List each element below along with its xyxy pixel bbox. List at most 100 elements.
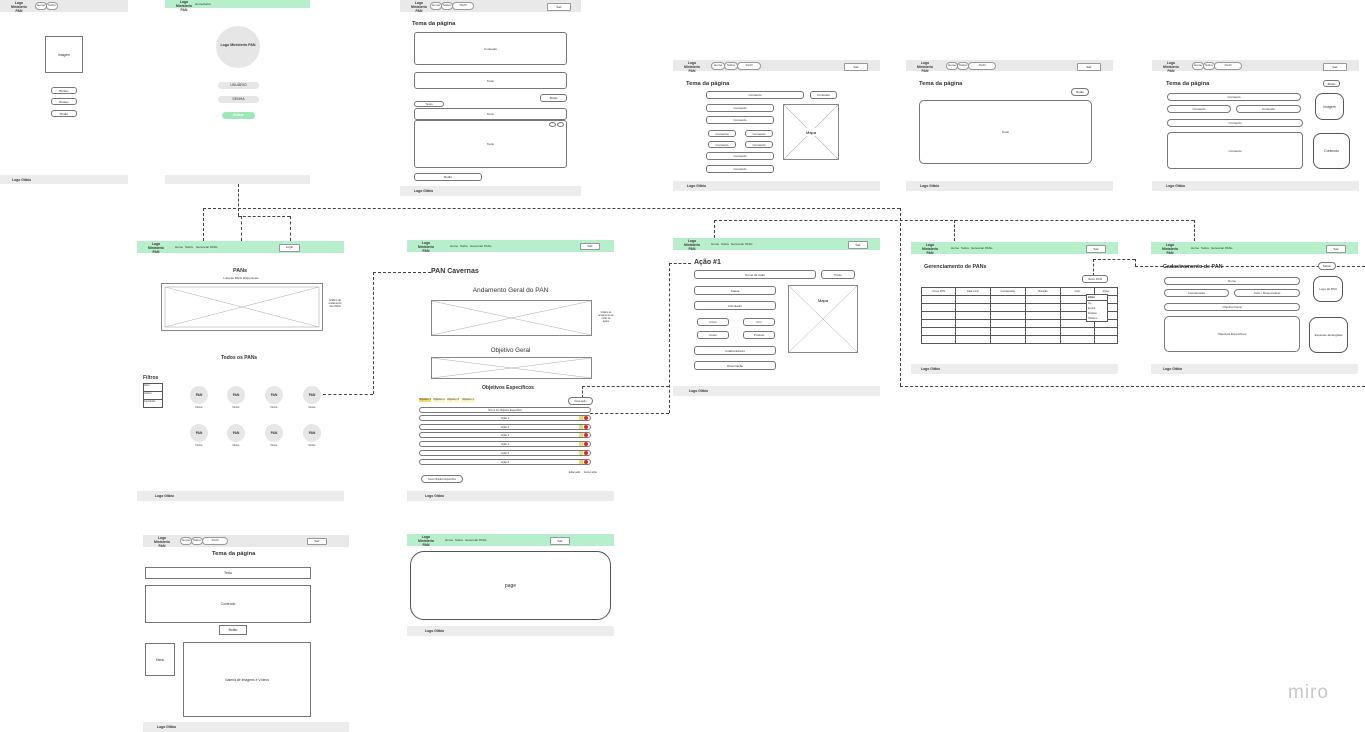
conteudo-btn[interactable]: Conteúdo	[810, 91, 837, 99]
login-button[interactable]: Login	[279, 244, 300, 252]
nav-gerenciar[interactable]: Gerenciar PANs	[470, 244, 492, 248]
objetivo-geral-field[interactable]: Objetivo Geral	[1164, 303, 1300, 311]
acao-row[interactable]: Ação 6	[419, 458, 591, 465]
pan-icon[interactable]: PAN	[190, 386, 208, 404]
botao-box[interactable]: Botão	[540, 94, 567, 102]
nav-home[interactable]: Home	[711, 242, 720, 246]
nav-gerenciar[interactable]: Gerenciar PANs	[1211, 246, 1233, 250]
nome-field[interactable]: Nome	[1164, 277, 1300, 285]
botao-1[interactable]: Botões	[51, 87, 77, 94]
filtro-item[interactable]: Inativo	[144, 392, 162, 400]
perfil-button[interactable]: Perfil	[452, 2, 474, 10]
table-row[interactable]	[920, 335, 1119, 344]
dropdown-item[interactable]: Excluir	[1088, 307, 1096, 310]
sair-button[interactable]: Sair	[1077, 63, 1101, 71]
table-row[interactable]	[920, 327, 1119, 336]
logo-pan-box[interactable]: Logo do PAN	[1313, 276, 1343, 302]
perfil-button[interactable]: Perfil	[1214, 62, 1242, 70]
botao-3[interactable]: Botão	[51, 110, 77, 117]
pan-icon[interactable]: PAN	[265, 386, 283, 404]
sair-button[interactable]: Sair	[1323, 63, 1347, 71]
nav-home[interactable]: Home	[1191, 246, 1200, 250]
botao-box[interactable]: Botão	[219, 625, 247, 635]
nav-home[interactable]: Home	[195, 2, 204, 6]
ciclo-field[interactable]: Ciclo / Responsável	[1234, 289, 1300, 297]
dropdown-item[interactable]: Duplicar	[1088, 312, 1097, 315]
sair-button[interactable]: Sair	[1326, 245, 1346, 253]
delete-acao-icon[interactable]	[584, 459, 588, 464]
senha-field[interactable]: SENHA	[218, 96, 259, 103]
nova-acao-button[interactable]: Nova ação	[568, 397, 593, 405]
perfil-button[interactable]: Perfil	[202, 537, 228, 545]
acao-row[interactable]: Ação 3	[419, 432, 591, 439]
tab-objetivo-3[interactable]: Objetivo 3	[447, 398, 459, 402]
nav-gerenciar[interactable]: Gerenciar PANs	[465, 538, 487, 542]
tab-objetivo-1[interactable]: Objetivo 1	[419, 398, 431, 402]
delete-acao-icon[interactable]	[584, 424, 588, 429]
salvar-button[interactable]: Salvar	[1318, 262, 1336, 270]
pan-icon[interactable]: PAN	[190, 424, 208, 442]
nav-gerenciar[interactable]: Gerenciar PANs	[196, 245, 218, 249]
acao-row[interactable]: Ação 5	[419, 449, 591, 456]
sair-button[interactable]: Sair	[580, 243, 600, 250]
sair-button[interactable]: Sair	[307, 538, 327, 545]
filtro-item[interactable]: Ativo	[144, 384, 162, 392]
tab-objetivo-2[interactable]: Objetivo 2	[433, 398, 445, 402]
nav-home[interactable]: Home	[951, 246, 960, 250]
sair-button[interactable]: Sair	[550, 537, 570, 545]
nav-gerenciar[interactable]: Gerenciar PANs	[731, 242, 753, 246]
nav-sobre[interactable]: Sobre	[961, 246, 970, 250]
menu-box[interactable]: Menu	[145, 643, 175, 676]
edit-icon[interactable]	[549, 122, 556, 127]
pan-icon[interactable]: PAN	[303, 424, 321, 442]
delete-icon[interactable]	[557, 122, 564, 127]
botao-top[interactable]: Botão	[1071, 88, 1089, 96]
sair-button[interactable]: Sair	[844, 63, 868, 71]
coordenador-field[interactable]: Coordenador	[1164, 289, 1229, 297]
delete-acao-icon[interactable]	[584, 442, 588, 447]
perfil-button[interactable]: Perfil	[737, 62, 761, 70]
home-button[interactable]: Home	[711, 62, 725, 70]
botao-top[interactable]: Botão	[1323, 80, 1340, 87]
objetivos-especificos-field[interactable]: Objetivos Específicos	[1164, 316, 1300, 352]
tab-box[interactable]: Texto	[414, 101, 444, 107]
nav-gerenciar[interactable]: Gerenciar PANs	[971, 246, 993, 250]
acao-row[interactable]: Ação 4	[419, 441, 591, 448]
nav-sobre[interactable]: Sobre	[203, 2, 212, 6]
botao-2[interactable]: Botões	[51, 98, 77, 105]
dropdown-item[interactable]: Editar	[1087, 295, 1107, 301]
pan-icon[interactable]: PAN	[265, 424, 283, 442]
nav-sobre[interactable]: Sobre	[455, 538, 464, 542]
entrar-button[interactable]: Entrar	[222, 112, 255, 119]
nav-sobre[interactable]: Sobre	[721, 242, 730, 246]
sair-button[interactable]: Sair	[848, 241, 868, 249]
tab-objetivo-4[interactable]: Objetivo 4	[461, 398, 475, 402]
nav-home[interactable]: Home	[445, 538, 454, 542]
pan-icon[interactable]: PAN	[227, 386, 245, 404]
delete-acao-icon[interactable]	[584, 450, 588, 455]
acao-row[interactable]: Ação 2	[419, 423, 591, 430]
pan-icon[interactable]: PAN	[227, 424, 245, 442]
sair-button[interactable]: Sair	[547, 3, 571, 11]
acao-row[interactable]: Ação 1	[419, 415, 591, 421]
nav-home[interactable]: Home	[450, 244, 459, 248]
nav-sobre[interactable]: Sobre	[1201, 246, 1210, 250]
delete-acao-icon[interactable]	[584, 416, 588, 420]
pan-icon[interactable]: PAN	[303, 386, 321, 404]
dropdown-item[interactable]: Ver	[1088, 302, 1092, 305]
sobre-button[interactable]: Sobre	[46, 2, 58, 10]
nav-home[interactable]: Home	[175, 245, 184, 249]
filtro-item[interactable]: Concluído	[144, 400, 156, 403]
botao-footer[interactable]: Botão	[414, 173, 482, 181]
especies-box[interactable]: Espécies abrangidas	[1309, 317, 1348, 353]
dropdown-item[interactable]: Histórico	[1088, 317, 1098, 320]
usuario-field[interactable]: USUÁRIO	[218, 82, 259, 89]
novo-pan-button[interactable]: Novo PAN	[1082, 275, 1108, 283]
add-objetivo-button[interactable]: Novo Objetivo Específico	[421, 475, 463, 483]
sair-button[interactable]: Sair	[1086, 245, 1106, 253]
nav-sobre[interactable]: Sobre	[460, 244, 469, 248]
perfil-button[interactable]: Perfil	[968, 62, 996, 70]
nav-sobre[interactable]: Sobre	[185, 245, 194, 249]
delete-acao-icon[interactable]	[584, 433, 588, 438]
sobre-button[interactable]: Sobre	[724, 62, 738, 70]
